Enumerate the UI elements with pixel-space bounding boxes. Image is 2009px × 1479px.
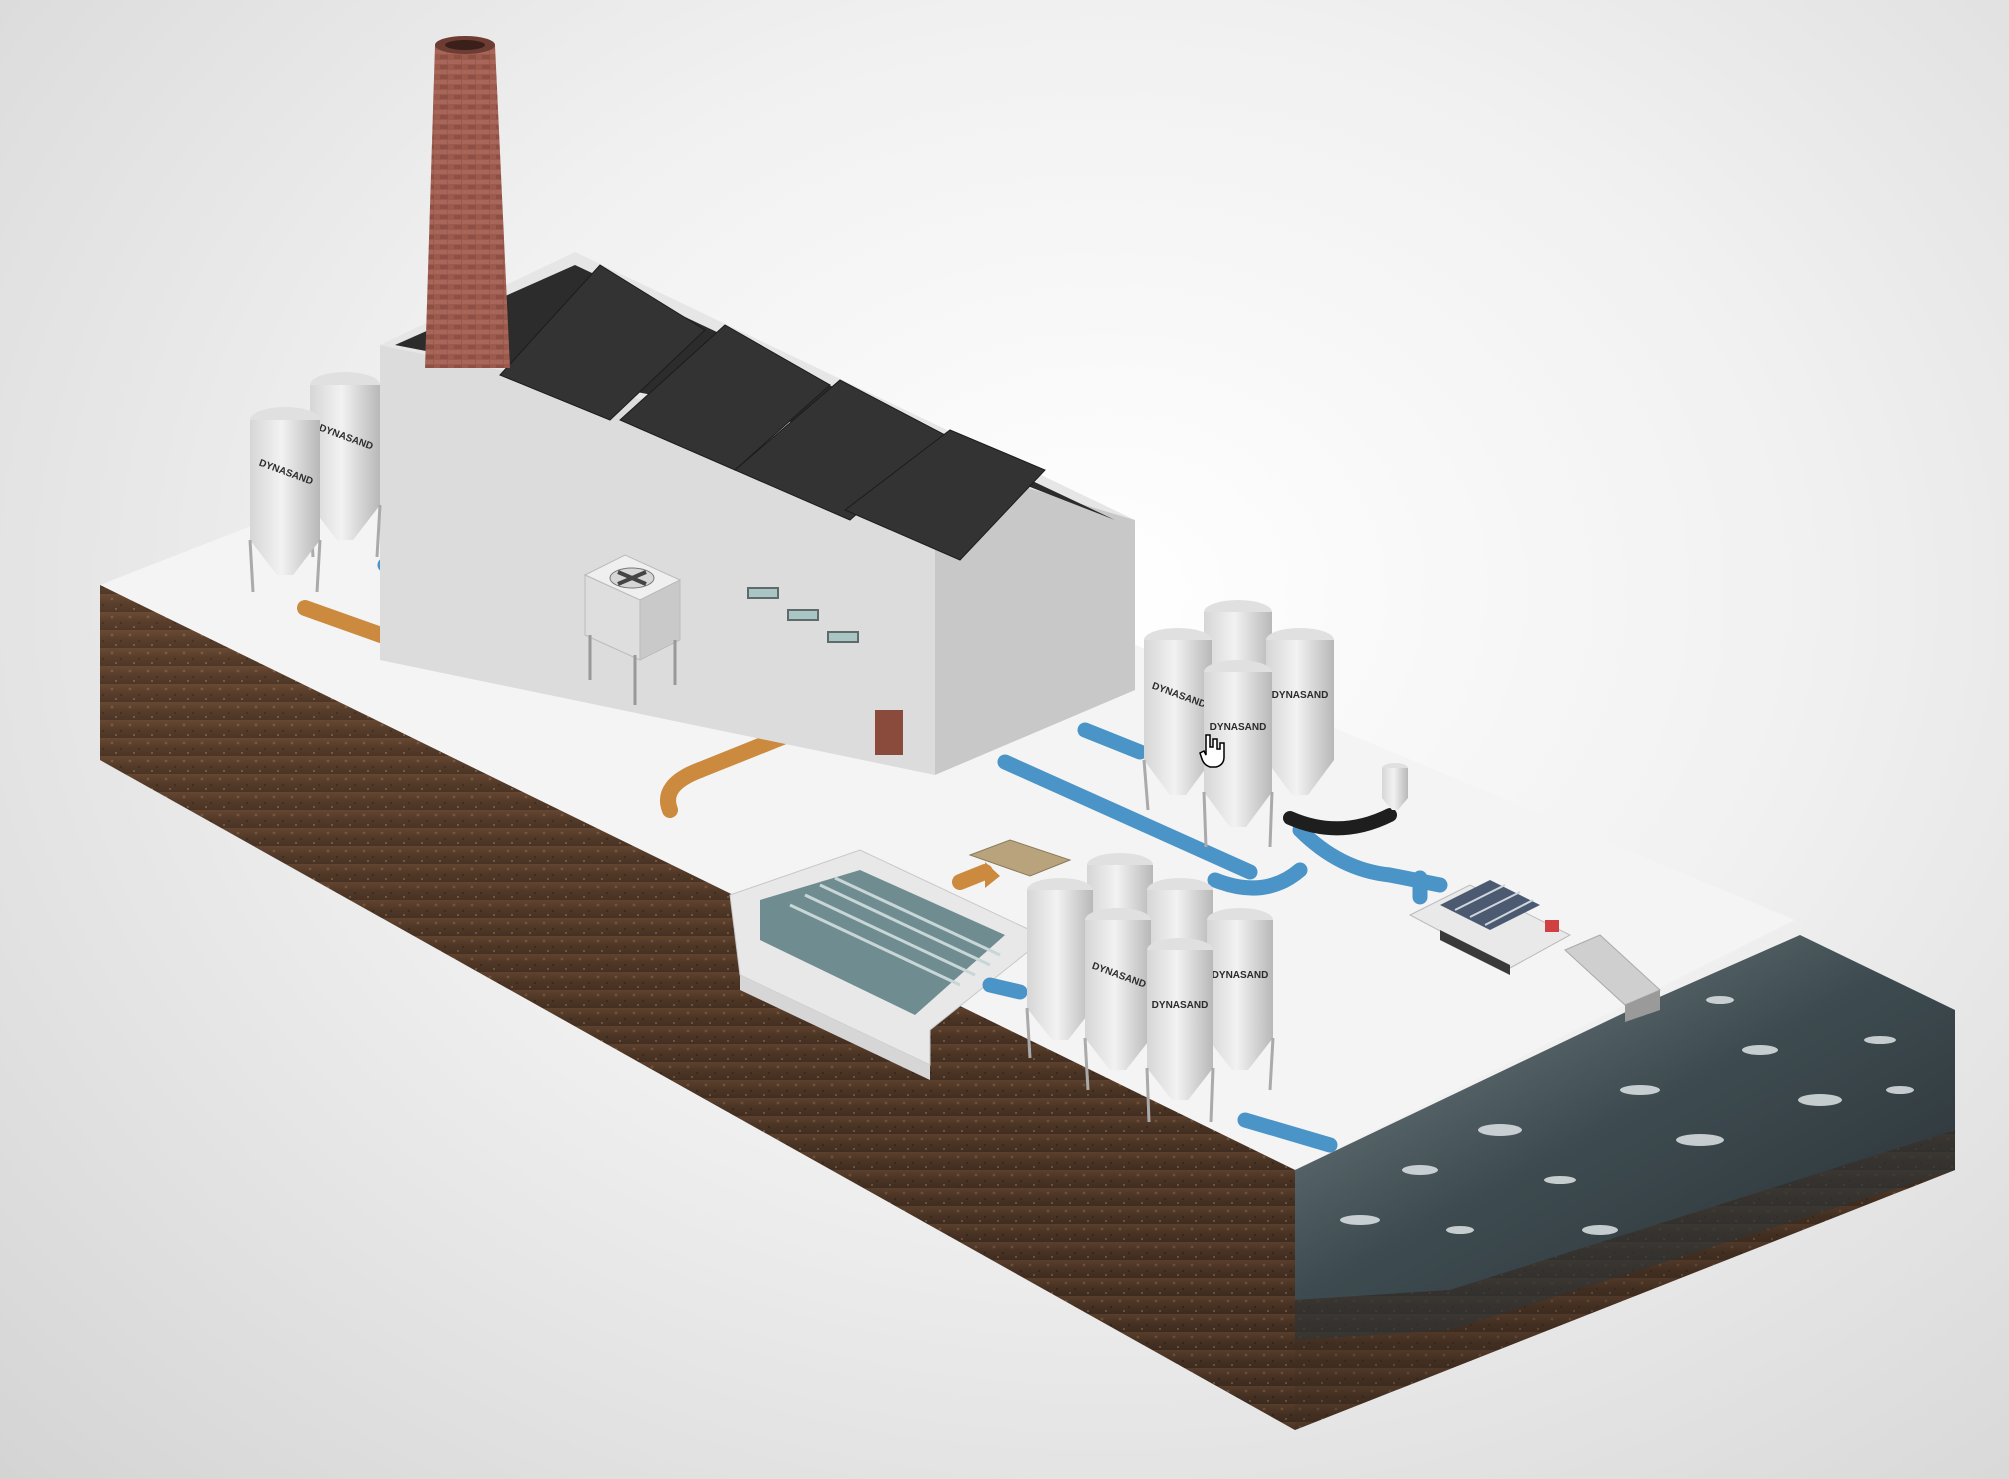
- soil-texture-front: [100, 585, 1295, 1430]
- sludge-tray: [968, 839, 1072, 877]
- outfall-channel: [1564, 934, 1661, 1022]
- water-surface: [1295, 935, 1955, 1300]
- river: [1295, 935, 1955, 1340]
- factory-window-3: [827, 631, 859, 643]
- tank: [1025, 878, 1093, 1059]
- factory-window-2: [787, 609, 819, 621]
- chimney-shaft: [425, 45, 510, 368]
- tank-label: DYNASAND: [1212, 970, 1269, 981]
- factory-building: [380, 252, 1135, 775]
- factory-door: [875, 710, 903, 755]
- factory-windows: [747, 587, 859, 643]
- hand-cursor-icon[interactable]: [1199, 734, 1225, 768]
- tank-group-right-lower: DYNASAND DYNASAND DYNASAND: [1025, 853, 1275, 1123]
- disc-filter-unit: [1408, 880, 1572, 975]
- tank: DYNASAND: [1083, 908, 1151, 1091]
- orange-pipe-6: [660, 762, 708, 818]
- factory-window-1: [747, 587, 779, 599]
- tank-label: DYNASAND: [1272, 690, 1329, 701]
- tank: DYNASAND: [1202, 660, 1274, 848]
- tank-group-left: DYNASAND DYNASAND: [248, 372, 382, 593]
- fan-icon: [609, 567, 655, 589]
- lamella-plates: [789, 876, 1001, 987]
- tank: DYNASAND: [1145, 938, 1215, 1123]
- pipe-black: [1283, 808, 1397, 836]
- sawtooth-roof: [499, 264, 1046, 561]
- sedimentation-basin: [729, 849, 1031, 1080]
- tank-label: DYNASAND: [1210, 722, 1267, 733]
- water-ripples: [1340, 996, 1914, 1235]
- water-front-face: [1295, 1130, 1955, 1340]
- blue-pipe-6: [1237, 1112, 1338, 1153]
- orange-pipe-7: [952, 864, 993, 890]
- blue-pipe-5: [1292, 822, 1448, 893]
- basin-wall-front: [740, 975, 930, 1080]
- tank-group-right-upper: DYNASAND DYNASAND DYNASAND: [1142, 600, 1334, 848]
- chimney: [425, 36, 510, 368]
- blue-pipe-4: [1207, 862, 1308, 896]
- orange-arrow: [985, 862, 1000, 888]
- tank: DYNASAND: [1266, 628, 1334, 795]
- blue-pipe-7: [982, 977, 1028, 1000]
- tank-label: DYNASAND: [1152, 1000, 1209, 1011]
- tank: DYNASAND: [248, 407, 322, 593]
- blue-pipe-3: [1077, 722, 1148, 760]
- tank: DYNASAND: [1142, 628, 1212, 811]
- blue-pipe-2: [997, 754, 1258, 880]
- small-tank: [1382, 763, 1408, 810]
- tank: DYNASAND: [1207, 908, 1275, 1091]
- cooling-unit: [583, 554, 682, 705]
- factory-wall-right: [935, 460, 1135, 775]
